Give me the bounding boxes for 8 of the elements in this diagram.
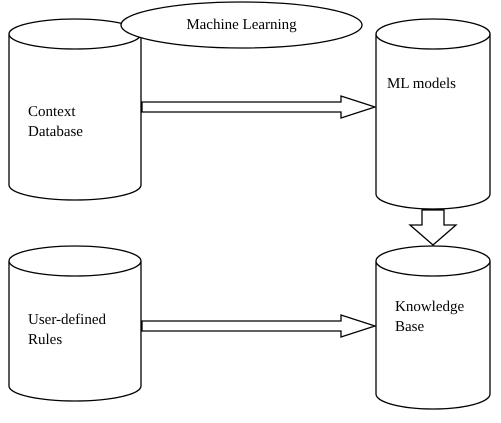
node-label: User-defined Rules (28, 311, 107, 350)
node-label: Machine Learning (185, 16, 298, 35)
block-arrow (408, 209, 458, 246)
block-arrow (141, 95, 378, 119)
node-label: Knowledge Base (395, 298, 466, 337)
node-label: Context Database (28, 103, 84, 142)
block-arrow (141, 314, 378, 338)
node-label: ML models (387, 75, 458, 94)
